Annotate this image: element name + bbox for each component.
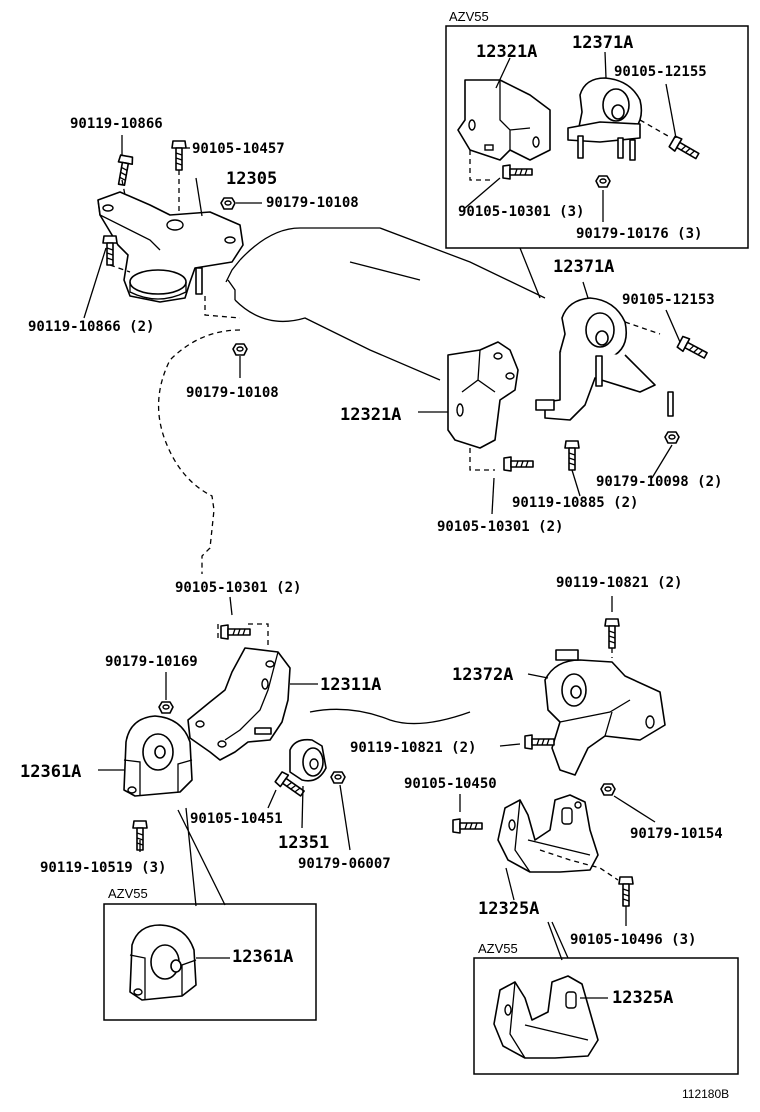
nut-icon: [664, 431, 680, 444]
insulator-icon: [289, 738, 327, 782]
bracket-icon: [497, 794, 599, 873]
nut-icon: [220, 197, 236, 210]
inset-right-variant: AZV55: [478, 941, 518, 956]
label-lower-left-p7: 90179-06007: [298, 856, 391, 872]
label-lower-left-p8: 90119-10519 (3): [40, 860, 166, 876]
label-upper-left-p6: 90179-10108: [186, 385, 279, 401]
inset-right: AZV55 12325A: [473, 941, 739, 1075]
inset-top-variant: AZV55: [449, 9, 489, 24]
label-upper-left-p3: 12305: [226, 169, 277, 189]
inset-top-frame: [445, 25, 749, 249]
label-lower-left-p2: 90179-10169: [105, 654, 198, 670]
engine-mount-icon: [123, 715, 193, 797]
bolt-icon: [171, 140, 187, 171]
label-upper-right-p4: 90179-10098 (2): [596, 474, 722, 490]
engine-mount-icon: [567, 77, 643, 161]
label-inset-top-p2: 12371A: [572, 33, 633, 53]
label-lower-right-p3: 90119-10821 (2): [350, 740, 476, 756]
label-lower-right-p4: 90105-10450: [404, 776, 497, 792]
label-lower-left-p4: 12361A: [20, 762, 81, 782]
engine-mount-icon: [97, 191, 244, 303]
bolt-icon: [564, 440, 580, 471]
bolt-icon: [675, 334, 710, 363]
label-upper-right-p2: 90105-12153: [622, 292, 715, 308]
label-lower-right-p5: 90179-10154: [630, 826, 723, 842]
nut-icon: [595, 175, 611, 188]
label-upper-right-p3: 12321A: [340, 405, 401, 425]
label-lower-right-p6: 12325A: [478, 899, 539, 919]
label-inset-top-p4: 90105-10301 (3): [458, 204, 584, 220]
inset-left-frame: [103, 903, 317, 1021]
label-upper-right-p5: 90119-10885 (2): [512, 495, 638, 511]
nut-icon: [330, 771, 346, 784]
upper-right-group: 12371A 90105-12153 12321A 90179-10098 (2…: [340, 257, 722, 535]
label-upper-left-p5: 90119-10866 (2): [28, 319, 154, 335]
lower-left-group: 90105-10301 (2) 90179-10169 12311A 12361…: [20, 580, 391, 907]
bracket-icon: [457, 79, 551, 161]
label-lower-left-p3: 12311A: [320, 675, 381, 695]
label-inset-top-p1: 12321A: [476, 42, 537, 62]
inset-left: AZV55 12361A: [103, 886, 317, 1021]
bolt-icon: [618, 876, 634, 907]
upper-left-group: 90119-10866 90105-10457 12305 90179-1010…: [28, 116, 359, 401]
inset-top: AZV55 12321A 12371A 90105-12155 90105-10…: [445, 9, 749, 249]
label-lower-right-p1: 90119-10821 (2): [556, 575, 682, 591]
bolt-icon: [667, 134, 702, 163]
label-lower-left-p6: 12351: [278, 833, 329, 853]
inset-right-frame: [473, 957, 739, 1075]
label-inset-top-p3: 90105-12155: [614, 64, 707, 80]
label-lower-left-p5: 90105-10451: [190, 811, 283, 827]
lower-right-group: 90119-10821 (2) 12372A 90119-10821 (2) 9…: [350, 575, 723, 961]
bracket-icon: [447, 341, 519, 449]
nut-icon: [232, 343, 248, 356]
inset-left-variant: AZV55: [108, 886, 148, 901]
bracket-icon: [187, 647, 291, 761]
label-upper-left-p1: 90119-10866: [70, 116, 163, 132]
label-upper-left-p2: 90105-10457: [192, 141, 285, 157]
bolt-icon: [220, 624, 251, 640]
bolt-icon: [503, 456, 534, 472]
label-inset-right-p1: 12325A: [612, 988, 673, 1008]
label-inset-left-p1: 12361A: [232, 947, 293, 967]
bracket-icon: [493, 975, 599, 1059]
label-upper-left-p4: 90179-10108: [266, 195, 359, 211]
bolt-icon: [604, 618, 620, 649]
figure-number: 112180B: [682, 1087, 729, 1101]
label-upper-right-p6: 90105-10301 (2): [437, 519, 563, 535]
nut-icon: [600, 783, 616, 796]
engine-mount-icon: [535, 297, 674, 421]
nut-icon: [158, 701, 174, 714]
label-inset-top-p5: 90179-10176 (3): [576, 226, 702, 242]
bolt-icon: [113, 154, 135, 187]
label-upper-right-p1: 12371A: [553, 257, 614, 277]
label-lower-left-p1: 90105-10301 (2): [175, 580, 301, 596]
label-lower-right-p2: 12372A: [452, 665, 513, 685]
bolt-icon: [452, 818, 483, 834]
engine-mount-icon: [544, 649, 666, 776]
label-lower-right-p7: 90105-10496 (3): [570, 932, 696, 948]
engine-mount-icon: [129, 924, 197, 1001]
bolt-icon: [502, 164, 533, 180]
bolt-icon: [524, 734, 555, 750]
